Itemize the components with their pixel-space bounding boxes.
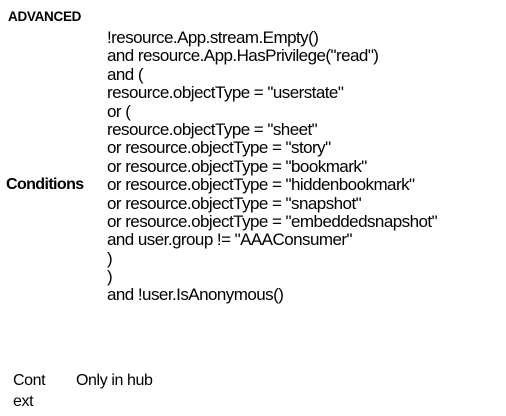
condition-line: and ( xyxy=(107,64,144,84)
condition-line: or resource.objectType = "embeddedsnapsh… xyxy=(107,211,438,231)
condition-line: resource.objectType = "userstate" xyxy=(107,83,344,103)
context-label: Context xyxy=(13,372,46,410)
condition-line: !resource.App.stream.Empty() xyxy=(107,28,319,47)
condition-line: ) xyxy=(107,267,113,287)
context-value: Only in hub xyxy=(76,372,153,389)
condition-line: and !user.IsAnonymous() xyxy=(107,285,284,305)
condition-line: or resource.objectType = "snapshot" xyxy=(107,193,362,213)
condition-line: or resource.objectType = "hiddenbookmark… xyxy=(107,175,415,195)
condition-line: and user.group != "AAAConsumer" xyxy=(107,230,353,250)
condition-line: or ( xyxy=(107,101,131,121)
section-title: ADVANCED xyxy=(8,9,82,24)
condition-line: or resource.objectType = "story" xyxy=(107,138,331,158)
conditions-code-block: !resource.App.stream.Empty() and resourc… xyxy=(107,28,438,305)
condition-line: ) xyxy=(107,248,113,268)
condition-line: or resource.objectType = "bookmark" xyxy=(107,156,367,176)
condition-line: resource.objectType = "sheet" xyxy=(107,119,318,139)
condition-line: and resource.App.HasPrivilege("read") xyxy=(107,46,379,66)
conditions-label: Conditions xyxy=(6,176,84,193)
